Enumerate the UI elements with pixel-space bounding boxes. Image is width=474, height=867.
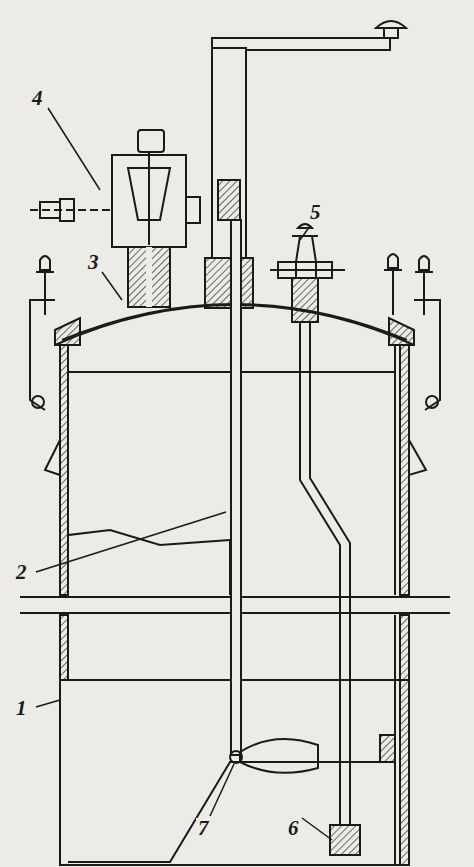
drawing-stroke (415, 256, 433, 315)
callout-number: 6 (286, 818, 301, 839)
drawing-stroke (300, 322, 350, 825)
drawing-stroke (218, 180, 240, 220)
drawing-stroke (240, 739, 318, 773)
drawing-stroke (60, 199, 74, 221)
drawing-stroke (316, 262, 332, 278)
callout-number: 5 (308, 202, 323, 223)
drawing-stroke (148, 152, 150, 245)
drawing-stroke (30, 300, 55, 410)
drawing-stroke (400, 615, 409, 865)
drawing-stroke (128, 247, 170, 307)
drawing-stroke (394, 345, 396, 595)
callout-number: 4 (30, 88, 45, 109)
callout-number: 1 (14, 698, 29, 719)
drawing-stroke (231, 220, 241, 755)
drawing-stroke (302, 818, 332, 840)
drawing-stroke (300, 226, 310, 240)
drawing-stroke (384, 254, 402, 315)
drawing-stroke (230, 751, 242, 763)
drawing-stroke (212, 38, 390, 50)
drawing-stroke (409, 440, 426, 475)
drawing-stroke (138, 130, 164, 152)
drawing-stroke (426, 396, 438, 408)
drawing-stroke (186, 197, 200, 223)
pressure-regulator (30, 130, 200, 307)
drawing-stroke (210, 764, 234, 816)
drawing-stroke (45, 440, 60, 475)
callout-number: 2 (14, 562, 29, 583)
leader-lines (36, 108, 332, 840)
drawing-stroke (40, 202, 60, 218)
drawing-stroke (330, 825, 360, 855)
drawing-stroke (30, 209, 112, 211)
callout-number: 7 (196, 818, 211, 839)
drawing-stroke (48, 108, 100, 190)
drawing-stroke (60, 345, 68, 595)
drawing-stroke (68, 762, 395, 862)
drawing-stroke (36, 512, 226, 572)
drawing-stroke (414, 300, 440, 410)
drawing-stroke (376, 21, 406, 28)
drawing-stroke (55, 318, 80, 345)
drawing-stroke (146, 247, 152, 307)
callout-number: 3 (86, 252, 101, 273)
drawing-stroke (384, 28, 398, 38)
drawing-stroke (205, 258, 253, 308)
drawing-stroke (292, 278, 318, 322)
drawing-stroke (102, 272, 122, 300)
paint-valve (270, 224, 360, 855)
drawing-stroke (400, 345, 409, 595)
stirrer (205, 21, 406, 773)
drawing-stroke (60, 615, 68, 680)
drawing-stroke (389, 318, 414, 345)
drawing-stroke (36, 256, 54, 315)
drawing-stroke (230, 735, 395, 762)
drawing-stroke (36, 700, 60, 707)
drawing-stroke (292, 224, 318, 262)
drawing-stroke (32, 396, 44, 408)
drawing-stroke (278, 262, 296, 278)
drawing-stroke (270, 269, 345, 271)
